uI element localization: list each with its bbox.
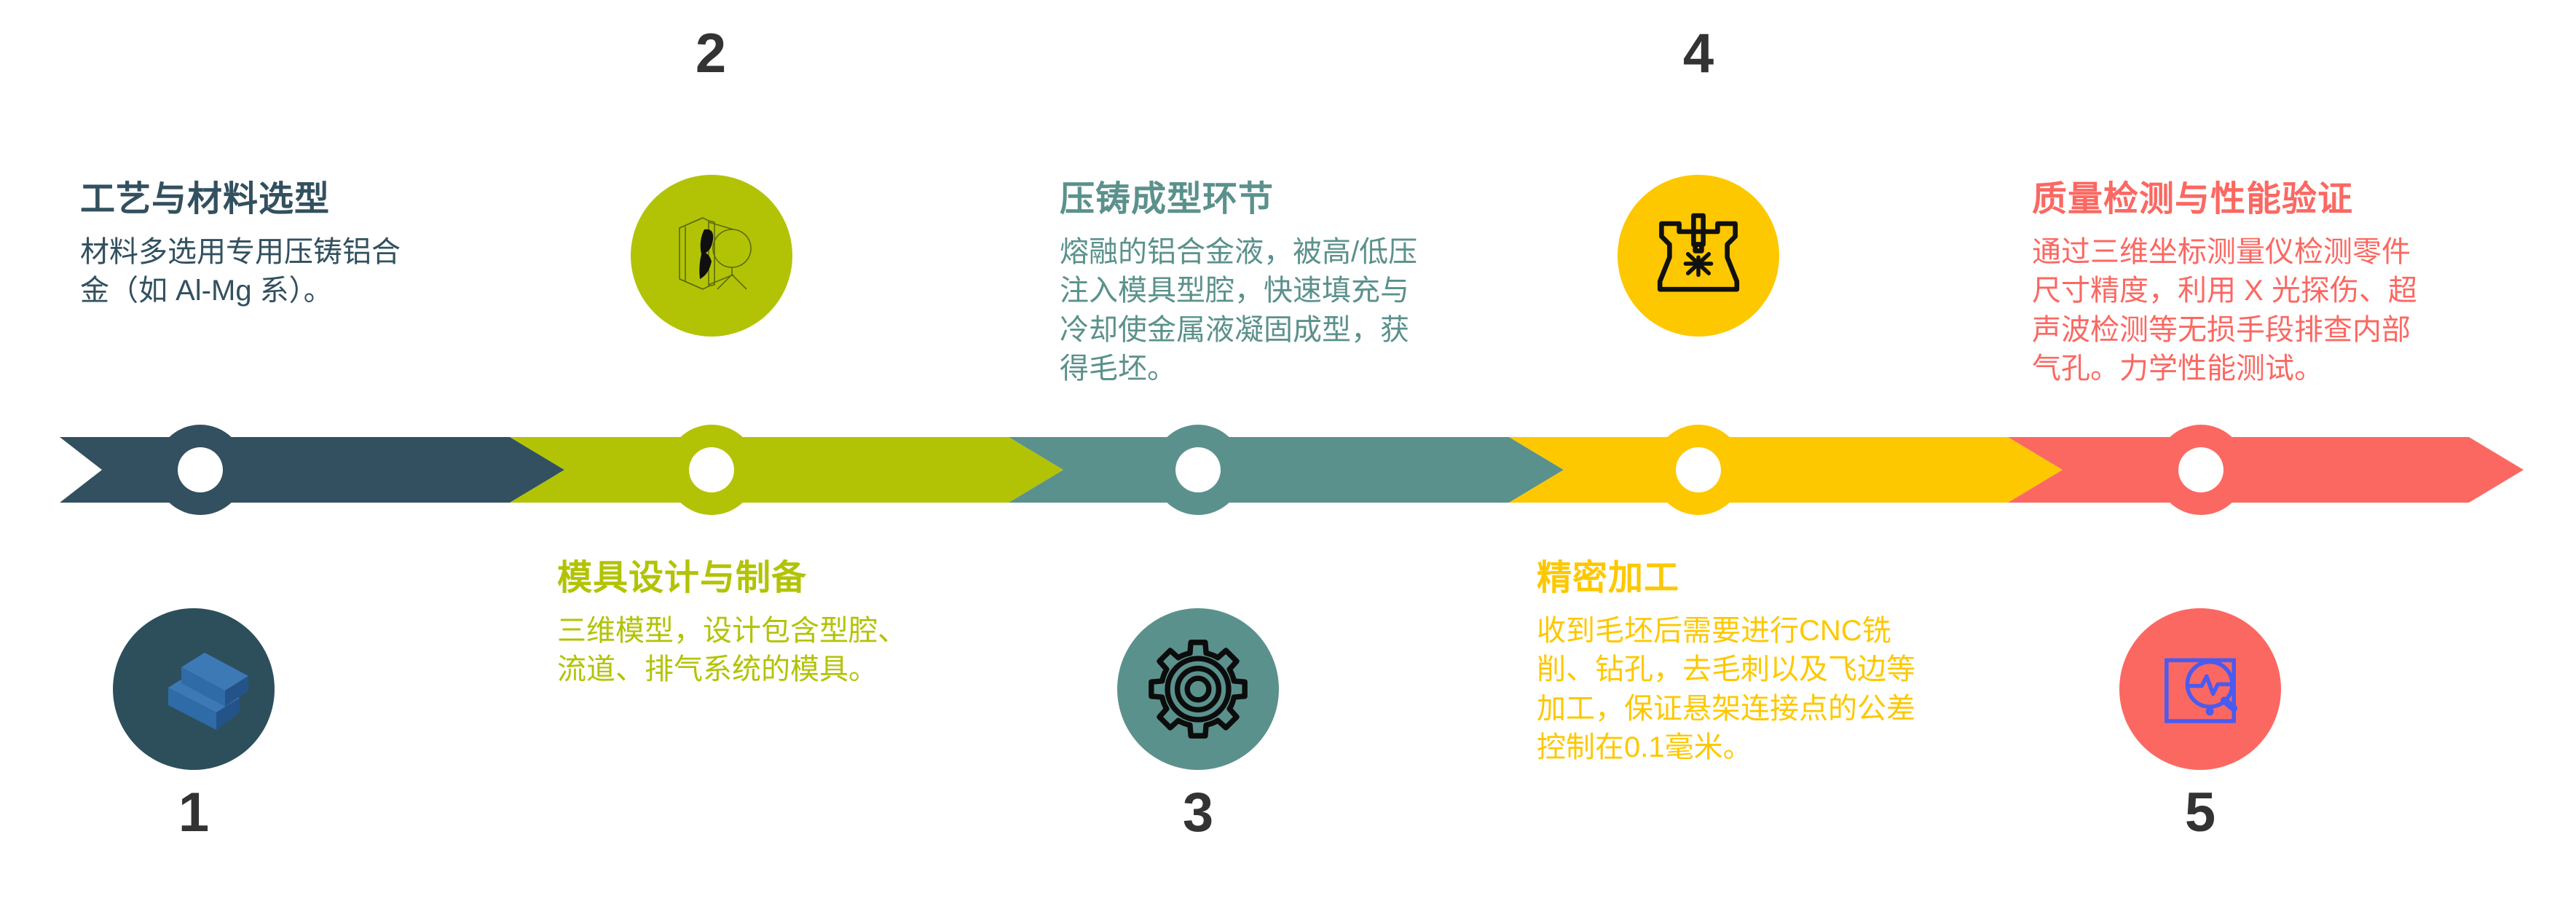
step-4-number: 4 xyxy=(1682,23,1714,84)
timeline-segment-4 xyxy=(1509,437,2063,503)
cnc-machine-icon xyxy=(1657,213,1740,292)
step-4-title: 精密加工 xyxy=(1537,559,1680,597)
step-1-body: 材料多选用专用压铸铝合金（如 Al-Mg 系）。 xyxy=(80,235,401,307)
timeline-node-1 xyxy=(155,425,245,515)
step-3-body: 熔融的铝合金液，被高/低压注入模具型腔，快速填充与冷却使金属液凝固成型，获得毛坯… xyxy=(1060,235,1418,385)
timeline-segment-5 xyxy=(2008,437,2524,503)
step-3-number: 3 xyxy=(1182,782,1214,844)
step-5-body: 通过三维坐标测量仪检测零件尺寸精度，利用 X 光探伤、超声波检测等无损手段排查内… xyxy=(2032,235,2417,385)
step-1-title: 工艺与材料选型 xyxy=(80,180,331,219)
gear-icon xyxy=(1149,640,1248,739)
step-4-icon-circle[interactable] xyxy=(1618,175,1779,337)
step-1-icon-circle[interactable] xyxy=(113,608,275,770)
step-3-text: 压铸成型环节 熔融的铝合金液，被高/低压注入模具型腔，快速填充与冷却使金属液凝固… xyxy=(1060,178,1431,389)
step-3-title: 压铸成型环节 xyxy=(1060,180,1275,219)
step-2-body: 三维模型，设计包含型腔、流道、排气系统的模具。 xyxy=(557,614,907,686)
timeline-segment-3 xyxy=(1009,437,1564,503)
timeline-segment-2 xyxy=(510,437,1063,503)
step-4-body: 收到毛坯后需要进行CNC铣削、钻孔，去毛刺以及飞边等加工，保证悬架连接点的公差控… xyxy=(1537,614,1915,764)
timeline-node-5 xyxy=(2156,425,2246,515)
step-5-icon-circle[interactable] xyxy=(2119,608,2281,770)
timeline-node-3 xyxy=(1153,425,1243,515)
step-3-icon-circle[interactable] xyxy=(1117,608,1279,770)
step-5-text: 质量检测与性能验证 通过三维坐标测量仪检测零件尺寸精度，利用 X 光探伤、超声波… xyxy=(2032,178,2425,389)
timeline-segment-1 xyxy=(60,437,564,503)
mold-design-icon xyxy=(679,217,752,290)
step-4-text: 精密加工 收到毛坯后需要进行CNC铣削、钻孔，去毛刺以及飞边等加工，保证悬架连接… xyxy=(1537,557,1915,768)
step-1-text: 工艺与材料选型 材料多选用专用压铸铝合金（如 Al-Mg 系）。 xyxy=(80,178,422,311)
timeline-node-2 xyxy=(666,425,757,515)
step-5-title: 质量检测与性能验证 xyxy=(2032,180,2354,219)
inspection-magnifier-icon xyxy=(2165,658,2238,723)
metal-ingots-icon xyxy=(168,653,248,730)
step-2-number: 2 xyxy=(695,23,727,84)
step-5-number: 5 xyxy=(2184,782,2216,844)
step-2-text: 模具设计与制备 三维模型，设计包含型腔、流道、排气系统的模具。 xyxy=(557,557,921,690)
step-1-number: 1 xyxy=(178,782,210,844)
step-2-icon-circle[interactable] xyxy=(631,175,792,337)
step-2-title: 模具设计与制备 xyxy=(557,559,808,597)
timeline-node-4 xyxy=(1653,425,1744,515)
